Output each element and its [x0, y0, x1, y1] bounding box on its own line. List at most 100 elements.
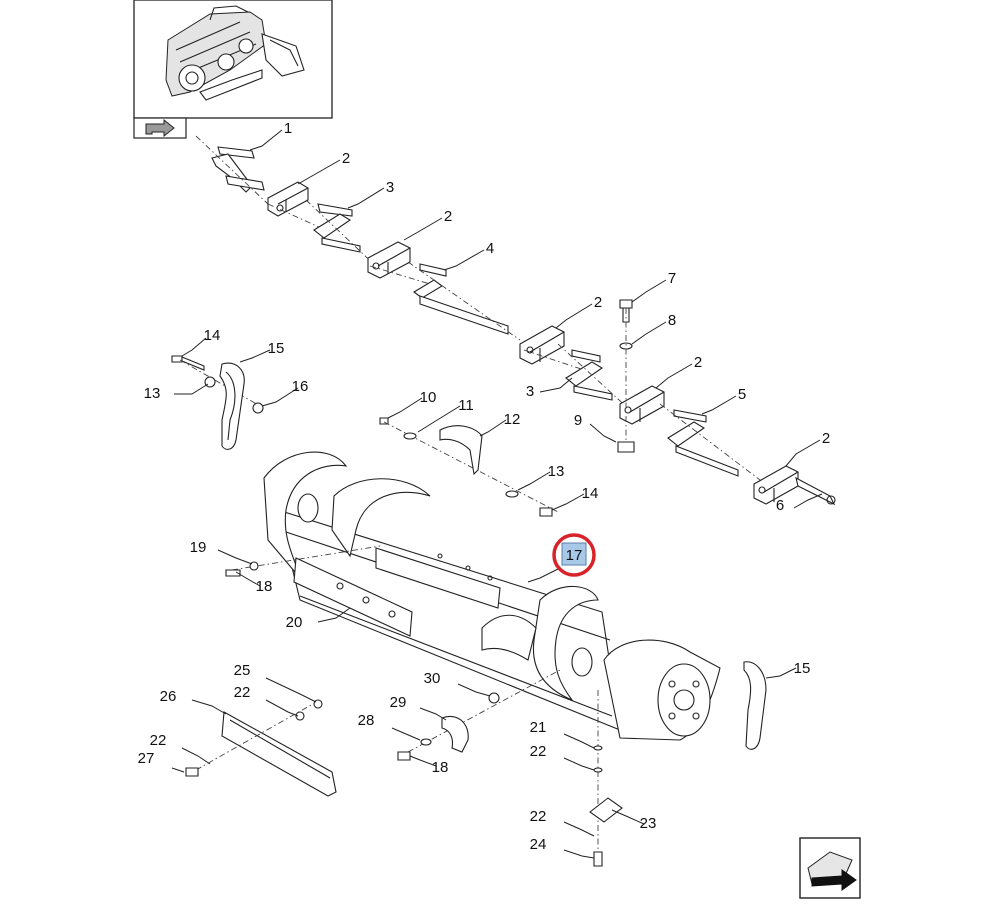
callout-12[interactable]: 12 — [479, 411, 521, 437]
callout-20[interactable]: 20 — [286, 607, 351, 631]
callout-label: 14 — [204, 327, 221, 344]
callout-3[interactable]: 3 — [347, 179, 394, 209]
machine-thumbnail[interactable] — [133, 0, 333, 139]
callout-7[interactable]: 7 — [631, 270, 676, 303]
callout-22[interactable]: 22 — [530, 808, 595, 837]
callout-label: 22 — [234, 684, 251, 701]
callout-leader-line — [765, 667, 797, 679]
callout-27[interactable]: 27 — [138, 750, 185, 773]
callout-22[interactable]: 22 — [150, 732, 211, 765]
callout-2[interactable]: 2 — [555, 294, 602, 329]
callout-13[interactable]: 13 — [144, 383, 209, 402]
callout-leader-line — [387, 397, 423, 419]
callout-21[interactable]: 21 — [530, 719, 595, 749]
callout-leader-line — [265, 699, 299, 717]
callout-2[interactable]: 2 — [785, 430, 830, 467]
callout-5[interactable]: 5 — [701, 386, 746, 415]
callout-label: 11 — [458, 397, 474, 414]
callout-label: 26 — [160, 688, 177, 705]
callout-28[interactable]: 28 — [358, 712, 421, 741]
callout-8[interactable]: 8 — [631, 312, 676, 345]
callout-23[interactable]: 23 — [611, 809, 656, 832]
callout-2[interactable]: 2 — [403, 208, 452, 241]
callout-label: 2 — [444, 208, 452, 225]
left-side-bracket-group — [171, 355, 264, 450]
callout-label: 2 — [594, 294, 602, 311]
callout-14[interactable]: 14 — [181, 327, 221, 357]
callout-10[interactable]: 10 — [387, 389, 436, 419]
callout-14[interactable]: 14 — [551, 485, 598, 511]
callout-18[interactable]: 18 — [409, 755, 448, 776]
callout-26[interactable]: 26 — [160, 688, 227, 715]
callout-leader-line — [403, 217, 443, 241]
callout-leader-line — [563, 757, 595, 771]
callout-leader-line — [191, 699, 227, 715]
callout-label: 12 — [504, 411, 521, 428]
callout-label: 22 — [530, 743, 547, 760]
callout-3[interactable]: 3 — [526, 377, 573, 400]
callout-30[interactable]: 30 — [424, 670, 491, 697]
callout-24[interactable]: 24 — [530, 836, 595, 859]
callout-22[interactable]: 22 — [234, 684, 299, 717]
callout-leader-line — [409, 755, 437, 767]
callout-15[interactable]: 15 — [239, 340, 285, 363]
callout-leader-line — [785, 439, 821, 467]
callout-label: 15 — [268, 340, 285, 357]
highlight-box — [561, 542, 587, 566]
callout-13[interactable]: 13 — [517, 463, 565, 491]
callout-label: 21 — [530, 719, 547, 736]
arrow-link-icon[interactable] — [133, 117, 187, 139]
callout-29[interactable]: 29 — [390, 694, 447, 721]
callout-label: 8 — [668, 312, 676, 329]
callout-4[interactable]: 4 — [443, 240, 494, 271]
callout-leader-line — [563, 821, 595, 837]
callout-leader-line — [611, 809, 645, 825]
callout-leader-line — [317, 607, 351, 623]
callout-leader-line — [555, 303, 593, 329]
callout-label: 9 — [574, 412, 582, 429]
callout-1[interactable]: 1 — [249, 120, 292, 151]
machine-thumbnail-icon — [165, 5, 305, 101]
callout-leader-line — [563, 733, 595, 749]
callout-leader-line — [517, 471, 551, 491]
callout-label: 22 — [150, 732, 167, 749]
callout-label: 2 — [694, 354, 702, 371]
callout-16[interactable]: 16 — [261, 378, 308, 407]
callout-6[interactable]: 6 — [776, 493, 823, 514]
callout-label: 22 — [530, 808, 547, 825]
callout-25[interactable]: 25 — [234, 662, 317, 703]
callout-label: 2 — [822, 430, 830, 447]
callout-leader-line — [391, 727, 421, 741]
callout-label: 28 — [358, 712, 375, 729]
callout-9[interactable]: 9 — [574, 412, 617, 443]
callout-18[interactable]: 18 — [235, 571, 273, 595]
callout-label: 18 — [256, 578, 273, 595]
callout-label: 15 — [794, 660, 811, 677]
callout-19[interactable]: 19 — [190, 539, 253, 565]
callout-label: 3 — [526, 383, 534, 400]
callout-leader-line — [443, 249, 485, 271]
linkage-assembly — [195, 135, 836, 506]
next-page-arrow-icon[interactable] — [799, 837, 861, 899]
callout-17[interactable]: 17 — [527, 533, 596, 583]
callout-2[interactable]: 2 — [655, 354, 702, 389]
callout-leader-line — [261, 387, 299, 407]
callout-15[interactable]: 15 — [765, 660, 811, 679]
callout-label: 29 — [390, 694, 407, 711]
callout-leader-line — [631, 321, 667, 345]
callout-label: 13 — [548, 463, 565, 480]
callout-leader-line — [701, 395, 737, 415]
callout-leader-line — [457, 683, 491, 697]
callout-leader-line — [563, 849, 595, 859]
callout-label: 5 — [738, 386, 746, 403]
callout-22[interactable]: 22 — [530, 743, 595, 771]
callout-label: 25 — [234, 662, 251, 679]
callout-label: 6 — [776, 497, 784, 514]
callout-label: 1 — [284, 120, 292, 137]
callout-leader-line — [181, 747, 211, 765]
callout-leader-line — [265, 677, 317, 703]
callout-2[interactable]: 2 — [297, 150, 350, 185]
callout-11[interactable]: 11 — [417, 397, 474, 433]
